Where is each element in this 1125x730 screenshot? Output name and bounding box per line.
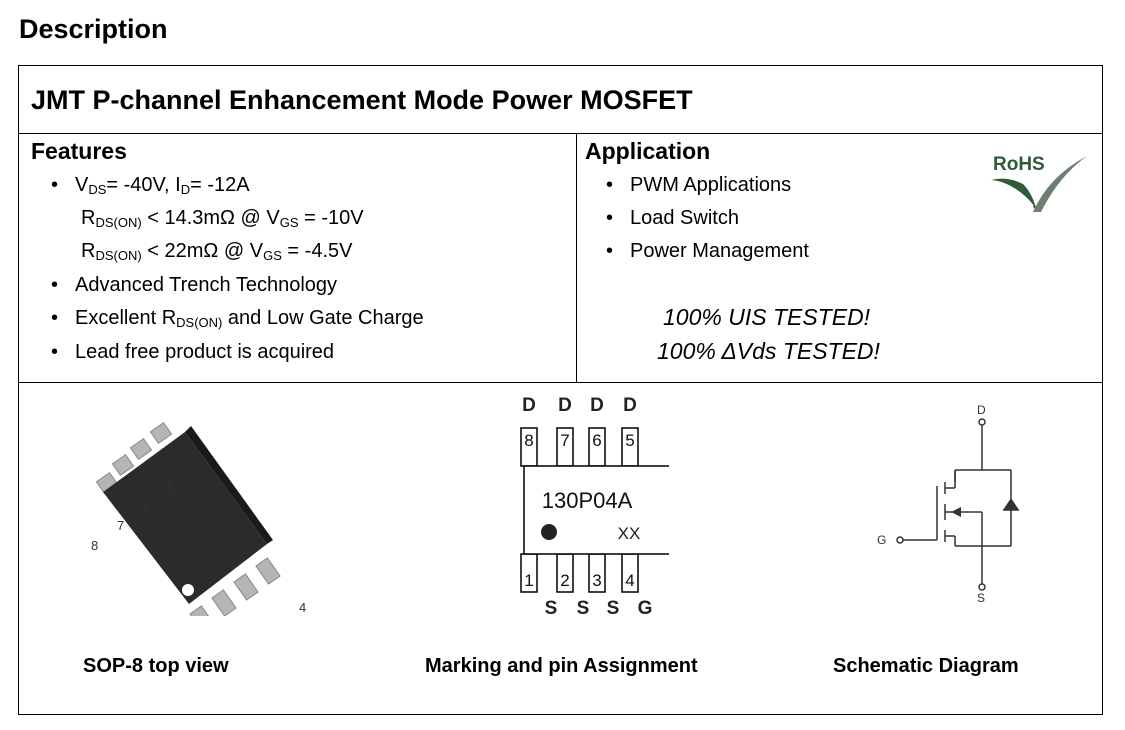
title-row: JMT P-channel Enhancement Mode Power MOS… <box>19 66 1102 134</box>
bottom-pin-2: 2 <box>560 571 569 590</box>
gate-label: G <box>877 533 886 547</box>
pin-number-6: 6 <box>143 498 150 513</box>
pin-number-8: 8 <box>91 538 98 553</box>
pin-number-7: 7 <box>117 518 124 533</box>
top-pin-7: 7 <box>560 431 569 450</box>
row-divider <box>19 382 1102 383</box>
bullet-icon: • <box>51 307 59 329</box>
bottom-pin-4: 4 <box>625 571 634 590</box>
bottom-label-g: G <box>638 598 653 618</box>
application-item-load-switch: • Load Switch <box>606 207 739 229</box>
feature-rds-line-1: RDS(ON) < 14.3mΩ @ VGS = -10V <box>81 207 364 230</box>
page-heading: Description <box>19 14 168 44</box>
date-code: XX <box>618 524 641 543</box>
application-item-power: • Power Management <box>606 240 809 262</box>
rohs-logo-icon: RoHS <box>991 154 1087 212</box>
rohs-label: RoHS <box>993 154 1045 175</box>
top-label-d2: D <box>558 395 572 416</box>
application-item-pwm: • PWM Applications <box>606 174 792 196</box>
bottom-pin-3: 3 <box>592 571 601 590</box>
pin-number-4: 4 <box>299 600 306 615</box>
column-divider <box>576 133 577 382</box>
bottom-label-s1: S <box>545 598 558 618</box>
sop8-package-illustration: 1 2 3 4 5 6 7 8 <box>91 421 306 616</box>
source-label: S <box>977 591 985 605</box>
bottom-label-s3: S <box>607 598 620 618</box>
marking-pin-diagram: D D D D 8 7 6 5 1 2 3 4 130P04A <box>520 395 669 618</box>
drain-label: D <box>977 403 986 417</box>
product-title: JMT P-channel Enhancement Mode Power MOS… <box>31 85 693 115</box>
feature-rds-line-2: RDS(ON) < 22mΩ @ VGS = -4.5V <box>81 240 353 263</box>
features-title: Features <box>31 138 127 164</box>
uis-tested-label: 100% UIS TESTED! <box>663 304 871 330</box>
bottom-pin-1: 1 <box>524 571 533 590</box>
bullet-icon: • <box>51 174 59 196</box>
feature-item-leadfree: • Lead free product is acquired <box>51 341 335 363</box>
bottom-label-s2: S <box>577 598 590 618</box>
sop8-caption: SOP-8 top view <box>83 655 229 677</box>
feature-item-vds: • VDS= -40V, ID= -12A <box>51 174 250 197</box>
top-pin-8: 8 <box>524 431 533 450</box>
bullet-icon: • <box>606 174 614 196</box>
top-label-d3: D <box>590 395 604 416</box>
top-label-d4: D <box>623 395 637 416</box>
feature-item-rds: • Excellent RDS(ON) and Low Gate Charge <box>51 307 424 330</box>
schematic-caption: Schematic Diagram <box>833 655 1019 677</box>
application-title: Application <box>585 138 711 164</box>
part-marking: 130P04A <box>542 488 633 513</box>
bullet-icon: • <box>606 240 614 262</box>
top-pin-5: 5 <box>625 431 634 450</box>
bullet-icon: • <box>606 207 614 229</box>
schematic-diagram: D G S <box>877 403 1019 605</box>
bullet-icon: • <box>51 341 59 363</box>
top-label-d1: D <box>522 395 536 416</box>
description-table: JMT P-channel Enhancement Mode Power MOS… <box>18 65 1103 715</box>
pin-number-5: 5 <box>167 480 174 495</box>
dvds-tested-label: 100% ΔVds TESTED! <box>657 338 880 364</box>
marking-caption: Marking and pin Assignment <box>425 655 698 677</box>
top-pin-6: 6 <box>592 431 601 450</box>
feature-item-trench: • Advanced Trench Technology <box>51 274 338 296</box>
bullet-icon: • <box>51 274 59 296</box>
